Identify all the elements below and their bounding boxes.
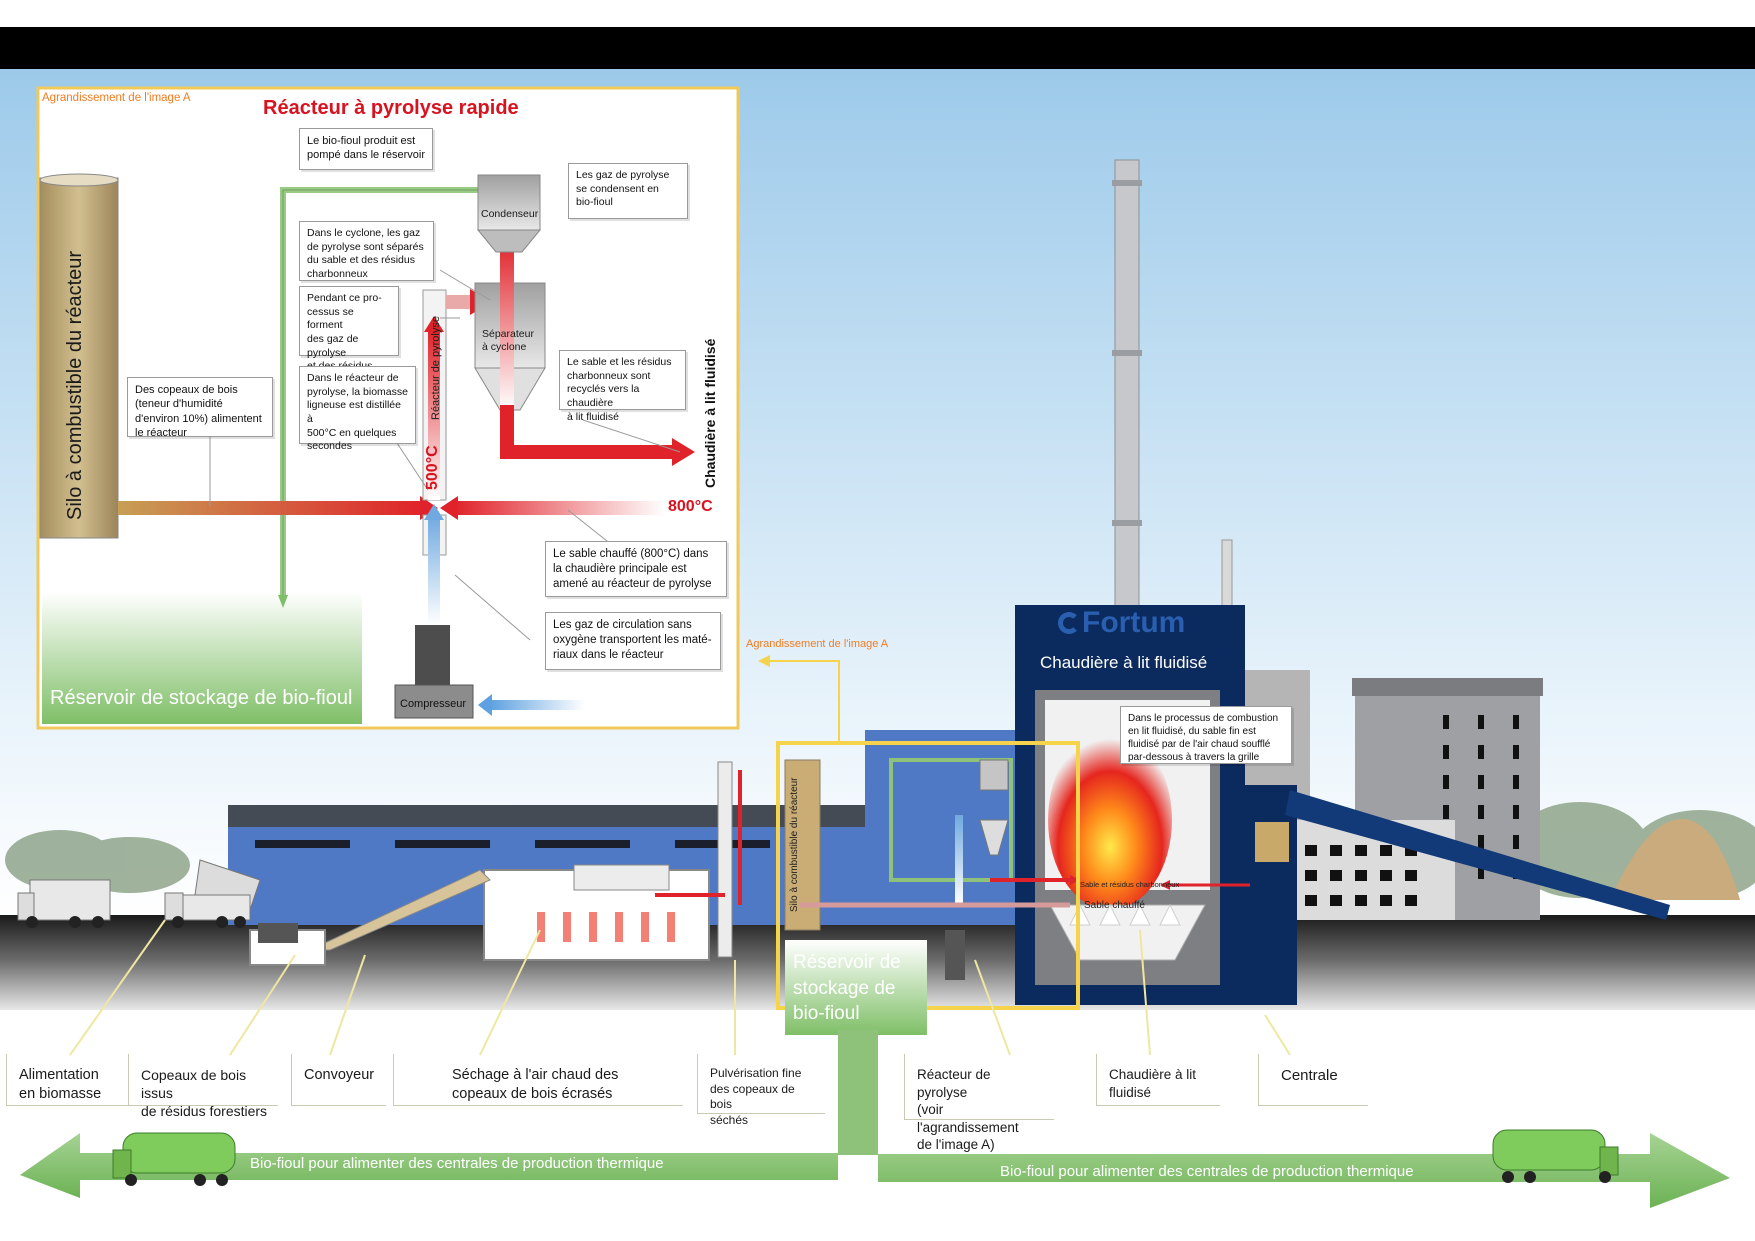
reactor-label: Réacteur de pyrolyse xyxy=(430,316,442,420)
inset-title: Réacteur à pyrolyse rapide xyxy=(263,97,519,119)
note-gas: Les gaz de circulation sans oxygène tran… xyxy=(545,612,721,670)
note-recycled: Le sable et les résidus charbonneux sont… xyxy=(559,350,686,423)
note-chips: Des copeaux de bois (teneur d'humidité d… xyxy=(127,377,273,439)
label-conveyor: Convoyeur xyxy=(291,1054,386,1106)
brand-name: Fortum xyxy=(1082,605,1186,639)
label-pulverisation: Pulvérisation fine des copeaux de bois s… xyxy=(697,1054,825,1127)
note-pumped: Le bio-fioul produit est pompé dans le r… xyxy=(299,128,433,170)
label-power-plant: Centrale xyxy=(1258,1054,1368,1106)
condenser-label: Condenseur xyxy=(481,208,539,220)
inset-caption: Agrandissement de l'image A xyxy=(42,92,191,104)
silo-small-label: Silo à combustible du réacteur xyxy=(789,777,800,912)
fortum-mark-icon xyxy=(1058,611,1080,634)
zoom-caption: Agrandissement de l'image A xyxy=(746,638,889,650)
arrow-right-text: Bio-fioul pour alimenter des centrales d… xyxy=(1000,1163,1414,1180)
note-condense: Les gaz de pyrolyse se condensent en bio… xyxy=(568,163,688,219)
note-sand: Le sable chauffé (800°C) dans la chaudiè… xyxy=(545,541,727,597)
note-process: Pendant ce pro- cessus se forment des ga… xyxy=(299,286,399,386)
fortum-logo: Fortum xyxy=(1058,566,1185,641)
sand-char-label: Sable et résidus charbonneux xyxy=(1080,880,1180,889)
arrow-left-text: Bio-fioul pour alimenter des centrales d… xyxy=(250,1155,664,1172)
label-boiler: Chaudière à lit fluidisé xyxy=(1096,1054,1220,1106)
note-cyclone: Dans le cyclone, les gaz de pyrolyse son… xyxy=(299,221,434,281)
boiler-inset-label: Chaudière à lit fluidisé xyxy=(702,338,718,488)
storage-small-label: Réservoir de stockage de bio-fioul xyxy=(793,952,901,1025)
boiler-title: Chaudière à lit fluidisé xyxy=(1040,653,1208,672)
temp-500-label: 500°C xyxy=(424,445,441,490)
combustion-note: Dans le processus de combustion en lit f… xyxy=(1120,706,1292,764)
hot-sand-label: Sable chauffé xyxy=(1084,900,1145,911)
silo-label: Silo à combustible du réacteur xyxy=(64,250,86,520)
label-pyrolysis-reactor: Réacteur de pyrolyse (voir l'agrandissem… xyxy=(904,1054,1054,1152)
storage-tank-label: Réservoir de stockage de bio-fioul xyxy=(50,687,353,709)
compressor-label: Compresseur xyxy=(400,698,467,710)
label-biomass-feed: Alimentation en biomasse xyxy=(6,1054,128,1106)
cyclone-label: Séparateur à cyclone xyxy=(482,328,534,354)
label-drying: Séchage à l'air chaud des copeaux de boi… xyxy=(393,1054,683,1106)
temp-800-label: 800°C xyxy=(668,498,713,515)
note-reactor: Dans le réacteur de pyrolyse, la biomass… xyxy=(299,366,416,452)
label-wood-chips: Copeaux de bois issus de résidus foresti… xyxy=(128,1054,278,1119)
